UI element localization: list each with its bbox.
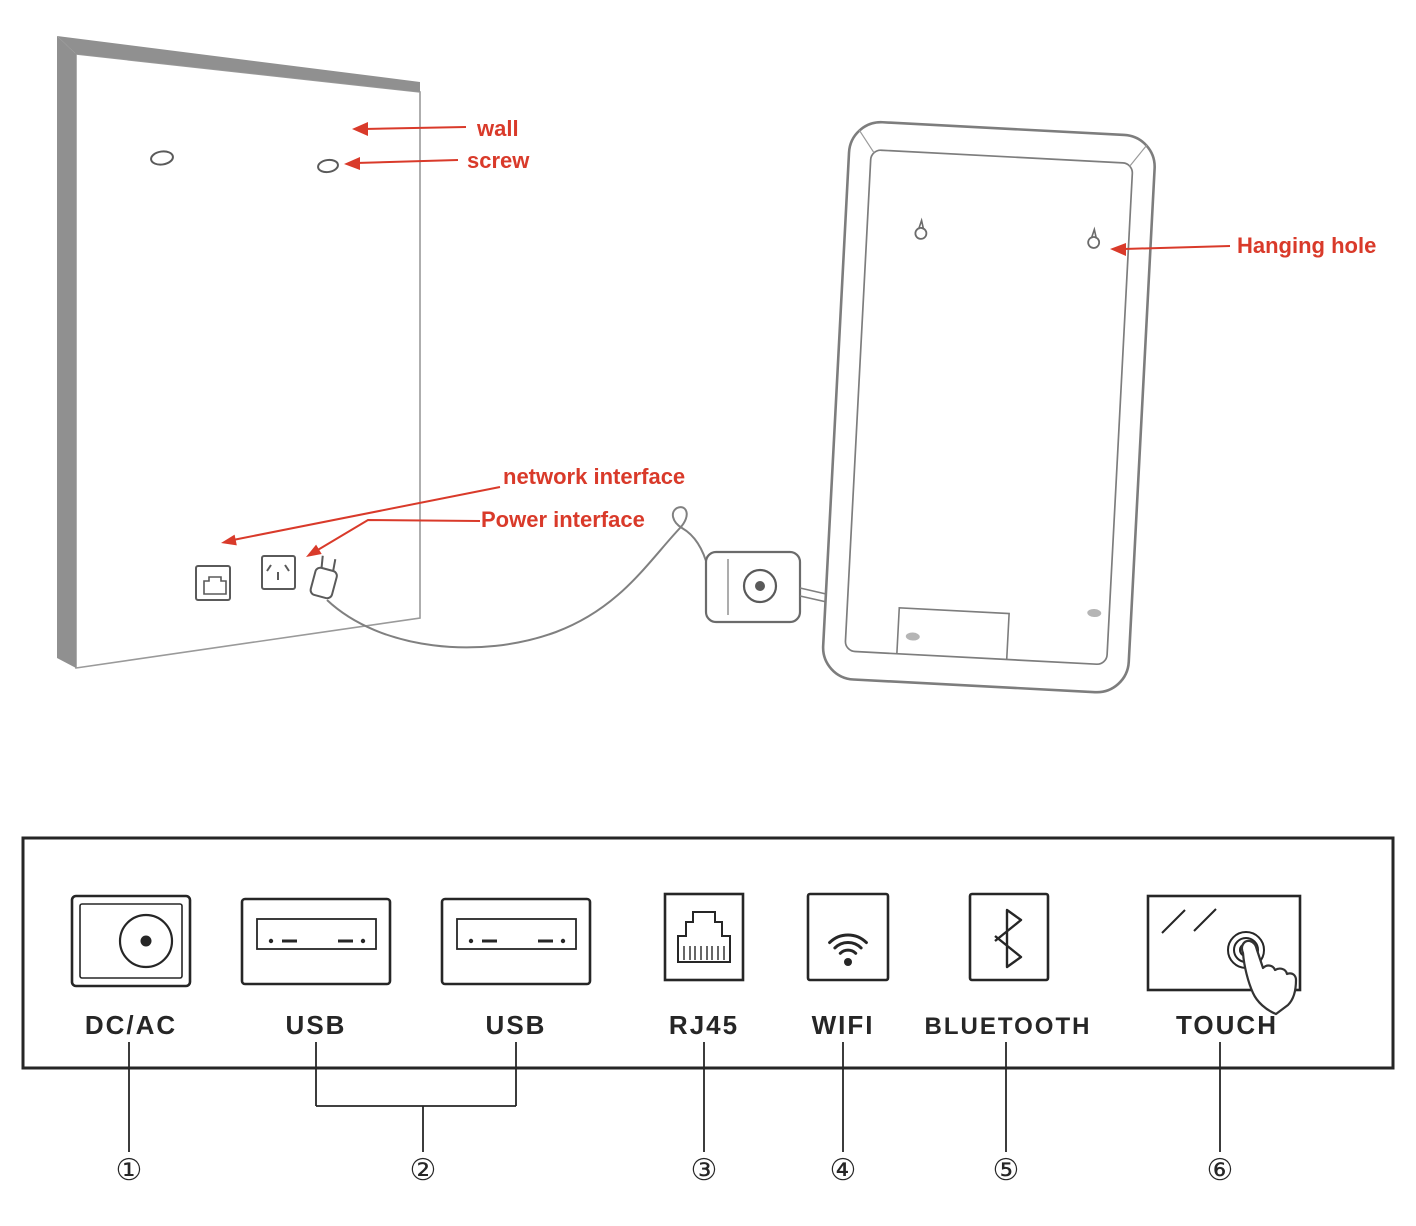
- rj45-label: RJ45: [669, 1010, 739, 1040]
- callout-lines: [128, 1042, 1221, 1152]
- power-interface-annotation: Power interface: [306, 507, 645, 557]
- callout-number-1: ①: [116, 1153, 143, 1188]
- usb-port-icon: [240, 897, 392, 986]
- callout-number-6: ⑥: [1207, 1153, 1234, 1188]
- touchscreen-hand-icon: [1146, 894, 1302, 1016]
- callout-number-4: ④: [830, 1153, 857, 1188]
- arrow-left-icon: [352, 122, 368, 136]
- bluetooth-icon: [968, 892, 1050, 982]
- network-interface-annotation: network interface: [221, 464, 685, 546]
- power-socket-icon: [261, 555, 296, 590]
- network-port-icon: [195, 565, 231, 601]
- arrow-icon: [221, 534, 237, 546]
- usb-port-icon: [440, 897, 592, 986]
- power-adapter: [704, 550, 802, 624]
- wall-annotation: wall: [352, 116, 519, 141]
- wall-label: wall: [476, 116, 519, 141]
- screw-annotation: screw: [344, 148, 530, 173]
- screw-label: screw: [467, 148, 530, 173]
- dc-connector-icon: [742, 568, 778, 604]
- arrow-icon: [306, 544, 322, 557]
- dc-ac-label: DC/AC: [85, 1010, 177, 1040]
- ports-panel-border: [21, 836, 1395, 1070]
- hanging-hole-right: [1087, 226, 1101, 249]
- cable-notch: [896, 606, 1010, 660]
- usb-label-1: USB: [286, 1010, 347, 1040]
- touch-label: TOUCH: [1176, 1010, 1278, 1040]
- power-cable: [326, 506, 709, 649]
- device-foot-right: [1087, 608, 1102, 618]
- hanging-hole-left: [914, 217, 928, 240]
- hanging-hole-annotation: Hanging hole: [1110, 233, 1376, 258]
- usb-label-2: USB: [486, 1010, 547, 1040]
- arrow-left-icon: [344, 157, 360, 170]
- network-interface-label: network interface: [503, 464, 685, 489]
- callout-number-5: ⑤: [993, 1153, 1020, 1188]
- wifi-label: WIFI: [812, 1010, 875, 1040]
- wall-panel: [57, 36, 421, 669]
- ports-panel: DC/AC USB USB RJ45 WIFI BLUETOOTH TOUCH …: [21, 836, 1395, 1188]
- power-plug-icon: [309, 555, 338, 600]
- callout-number-3: ③: [691, 1153, 718, 1188]
- callout-number-2: ②: [410, 1153, 437, 1188]
- ethernet-rj45-icon: [663, 892, 745, 982]
- screw-hole-left: [150, 150, 174, 166]
- wall-top-edge: [57, 36, 420, 92]
- wifi-signal-icon: [806, 892, 890, 982]
- power-interface-label: Power interface: [481, 507, 645, 532]
- device-foot-left: [905, 632, 920, 641]
- bluetooth-label: BLUETOOTH: [925, 1013, 1092, 1040]
- device-back-panel: [821, 120, 1156, 694]
- arrow-left-icon: [1110, 243, 1126, 256]
- hanging-hole-label: Hanging hole: [1237, 233, 1376, 258]
- dc-power-connector-icon: [70, 894, 192, 988]
- pointing-hand-icon: [1240, 939, 1298, 1016]
- screw-hole-right: [317, 158, 339, 174]
- wall-left-edge: [57, 36, 76, 668]
